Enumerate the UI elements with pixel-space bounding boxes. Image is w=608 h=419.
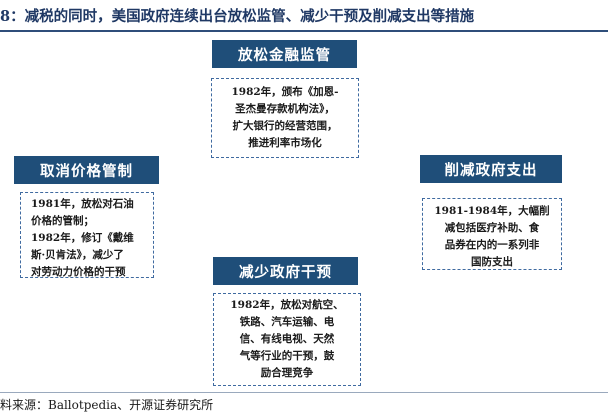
desc-line: 品券在内的一系列非: [444, 239, 540, 251]
desc-line: 1981年，放松对石油: [31, 198, 134, 210]
header-label: 削减政府支出: [444, 161, 538, 179]
desc-box-cut-government-spending: 1981-1984年，大幅削 减包括医疗补助、食 品券在内的一系列非 国防支出: [422, 198, 562, 270]
header-relax-financial-regulation: 放松金融监管: [212, 40, 357, 68]
desc-box-cancel-price-controls: 1981年，放松对石油 价格的管制； 1982年，修订《戴维 斯·贝肯法》，减少…: [20, 192, 154, 278]
header-label: 放松金融监管: [238, 46, 331, 64]
desc-line: 扩大银行的经营范围，: [232, 120, 338, 132]
header-label: 减少政府干预: [239, 263, 332, 281]
header-label: 取消价格管制: [40, 162, 133, 180]
header-cancel-price-controls: 取消价格管制: [14, 156, 159, 184]
desc-line: 1982年，颁布《加恩-: [231, 86, 339, 98]
desc-line: 圣杰曼存款机构法》，: [235, 103, 335, 115]
desc-line: 国防支出: [471, 256, 513, 268]
desc-line: 气等行业的干预，鼓: [239, 350, 335, 362]
desc-line: 推进利率市场化: [248, 137, 322, 149]
desc-line: 价格的管制；: [31, 215, 94, 227]
title-bar: 8：减税的同时，美国政府连续出台放松监管、减少干预及削减支出等措施: [0, 0, 608, 30]
header-cut-government-spending: 削减政府支出: [420, 155, 562, 183]
source-note: 料来源：Ballotpedia、开源证券研究所: [0, 398, 214, 412]
desc-line: 斯·贝肯法》，减少了: [31, 249, 124, 261]
title-divider: [0, 30, 608, 32]
desc-line: 1981-1984年，大幅削: [434, 205, 550, 217]
desc-box-relax-financial-regulation: 1982年，颁布《加恩- 圣杰曼存款机构法》， 扩大银行的经营范围， 推进利率市…: [211, 78, 359, 158]
desc-line: 信、有线电视、天然: [239, 333, 335, 345]
header-reduce-government-intervention: 减少政府干预: [213, 257, 358, 285]
desc-line: 1982年，修订《戴维: [31, 232, 134, 244]
desc-line: 1982年，放松对航空、: [230, 299, 344, 311]
desc-line: 减包括医疗补助、食: [444, 222, 540, 234]
desc-box-reduce-government-intervention: 1982年，放松对航空、 铁路、汽车运输、电 信、有线电视、天然 气等行业的干预…: [213, 293, 361, 386]
desc-line: 铁路、汽车运输、电: [239, 316, 335, 328]
desc-line: 对劳动力价格的干预: [31, 266, 126, 278]
figure-title: 8：减税的同时，美国政府连续出台放松监管、减少干预及削减支出等措施: [0, 7, 475, 25]
source-divider: [0, 392, 608, 393]
desc-line: 励合理竞争: [260, 367, 314, 379]
